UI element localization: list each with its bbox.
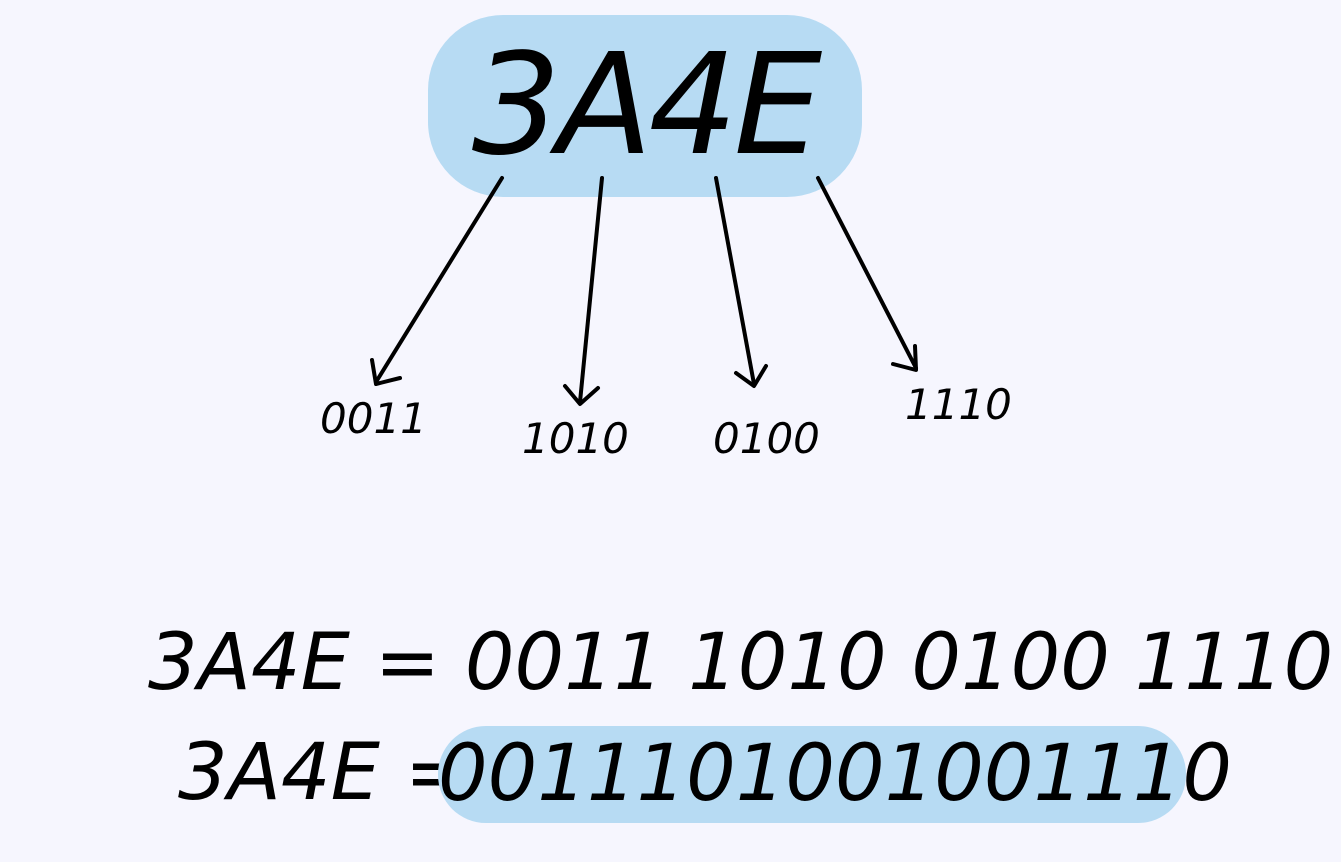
combined-binary-value: 0011101001001110 xyxy=(438,729,1233,819)
nibble-binary-1: 0011 xyxy=(320,394,427,443)
hex-value-label: 3A4E xyxy=(471,24,822,187)
nibble-binary-3: 0100 xyxy=(713,414,820,463)
arrow-nibble-3 xyxy=(714,176,768,388)
hex-highlight-pill xyxy=(428,15,862,197)
grouped-equation: 3A4E = 0011 1010 0100 1110 xyxy=(148,618,1334,708)
nibble-binary-4: 1110 xyxy=(905,380,1012,429)
nibble-binary-2: 1010 xyxy=(522,414,629,463)
binary-highlight-pill xyxy=(438,726,1186,823)
arrow-nibble-4 xyxy=(816,176,918,372)
combined-equation-lhs: 3A4E = xyxy=(178,728,471,818)
arrow-nibble-1 xyxy=(370,176,504,386)
arrow-nibble-2 xyxy=(563,176,604,406)
